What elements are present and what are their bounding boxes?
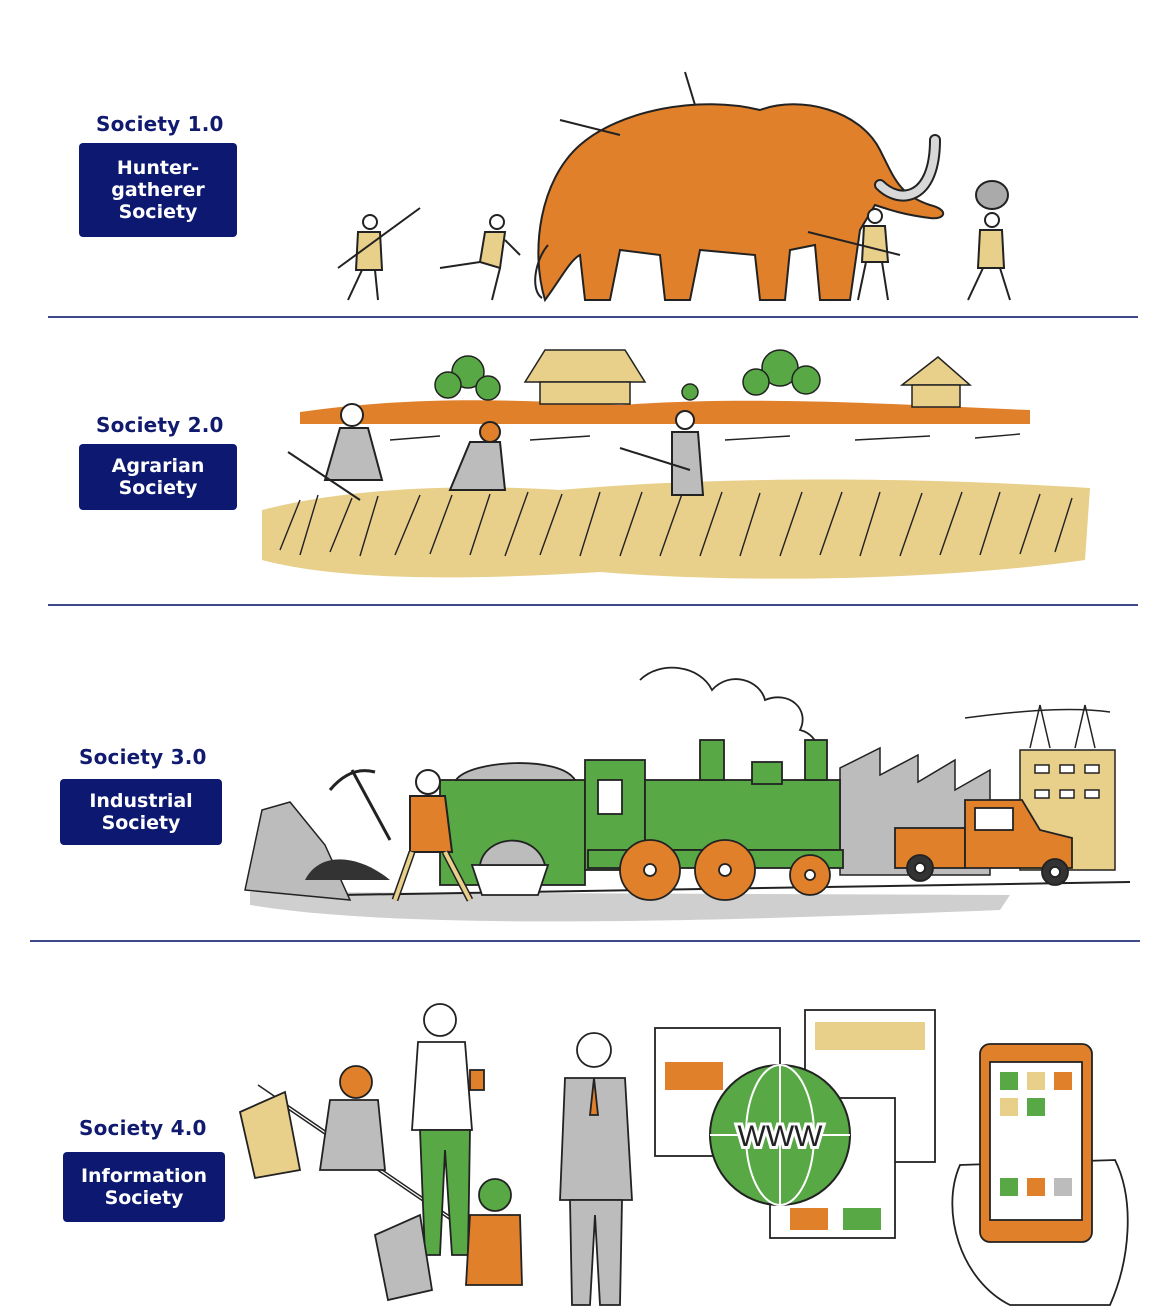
society-1-tag: Society 1.0	[96, 112, 224, 136]
ground-shadow	[250, 892, 1010, 922]
society-1-label-line-3: Society	[118, 201, 198, 223]
divider-2	[48, 604, 1138, 606]
society-2-tag: Society 2.0	[96, 413, 224, 437]
worker-laptop-1	[238, 1065, 386, 1180]
farmer-1	[287, 403, 384, 501]
divider-1	[48, 316, 1138, 318]
hut-2	[899, 356, 972, 408]
society-4-label-line-1: Information	[80, 1165, 208, 1187]
truck	[894, 799, 1073, 886]
society-2-label-line-2: Society	[118, 477, 198, 499]
mammoth-scene	[337, 71, 1011, 303]
worker-laptop-2	[373, 1178, 523, 1302]
smartphone	[951, 1043, 1129, 1306]
smoke	[639, 666, 819, 766]
far-ground	[300, 400, 1030, 424]
farmer-2	[448, 421, 507, 491]
hut-1	[523, 349, 647, 405]
hunter-3	[807, 208, 901, 301]
society-3-label-line-1: Industrial	[89, 790, 193, 812]
www-label: WWW	[738, 1120, 824, 1153]
businessman	[559, 1032, 633, 1306]
mammoth	[534, 71, 945, 303]
worker-standing	[411, 1003, 485, 1256]
society-4-label-line-2: Society	[104, 1187, 184, 1209]
hunter-1	[337, 207, 421, 301]
globe-icon: WWW	[709, 1064, 851, 1206]
society-3-label-box: Industrial Society	[60, 779, 222, 845]
wheat-field	[262, 479, 1090, 579]
coal-pile	[305, 859, 390, 880]
trees-left	[434, 349, 821, 401]
miner	[328, 769, 474, 902]
society-1-label-line-1: Hunter-	[116, 157, 200, 179]
hunter-4	[967, 180, 1011, 301]
society-4-label-box: Information Society	[63, 1152, 225, 1222]
society-2-label-box: Agrarian Society	[79, 444, 237, 510]
society-2-label-line-1: Agrarian	[111, 455, 205, 477]
field-strokes	[279, 433, 1073, 557]
agrarian-scene	[262, 349, 1090, 579]
divider-3	[30, 940, 1140, 942]
farmer-3	[619, 410, 705, 496]
society-3-tag: Society 3.0	[79, 745, 207, 769]
locomotive	[439, 739, 844, 901]
society-3-label-line-2: Society	[101, 812, 181, 834]
society-4-tag: Society 4.0	[79, 1116, 207, 1140]
information-scene: WWW	[238, 1003, 1129, 1306]
rock-pile	[244, 801, 352, 901]
ore-cart	[454, 762, 577, 896]
society-1-label-box: Hunter- gatherer Society	[79, 143, 237, 237]
industrial-scene	[244, 666, 1131, 922]
hunter-2	[439, 214, 521, 301]
society-1-label-line-2: gatherer	[111, 179, 205, 201]
